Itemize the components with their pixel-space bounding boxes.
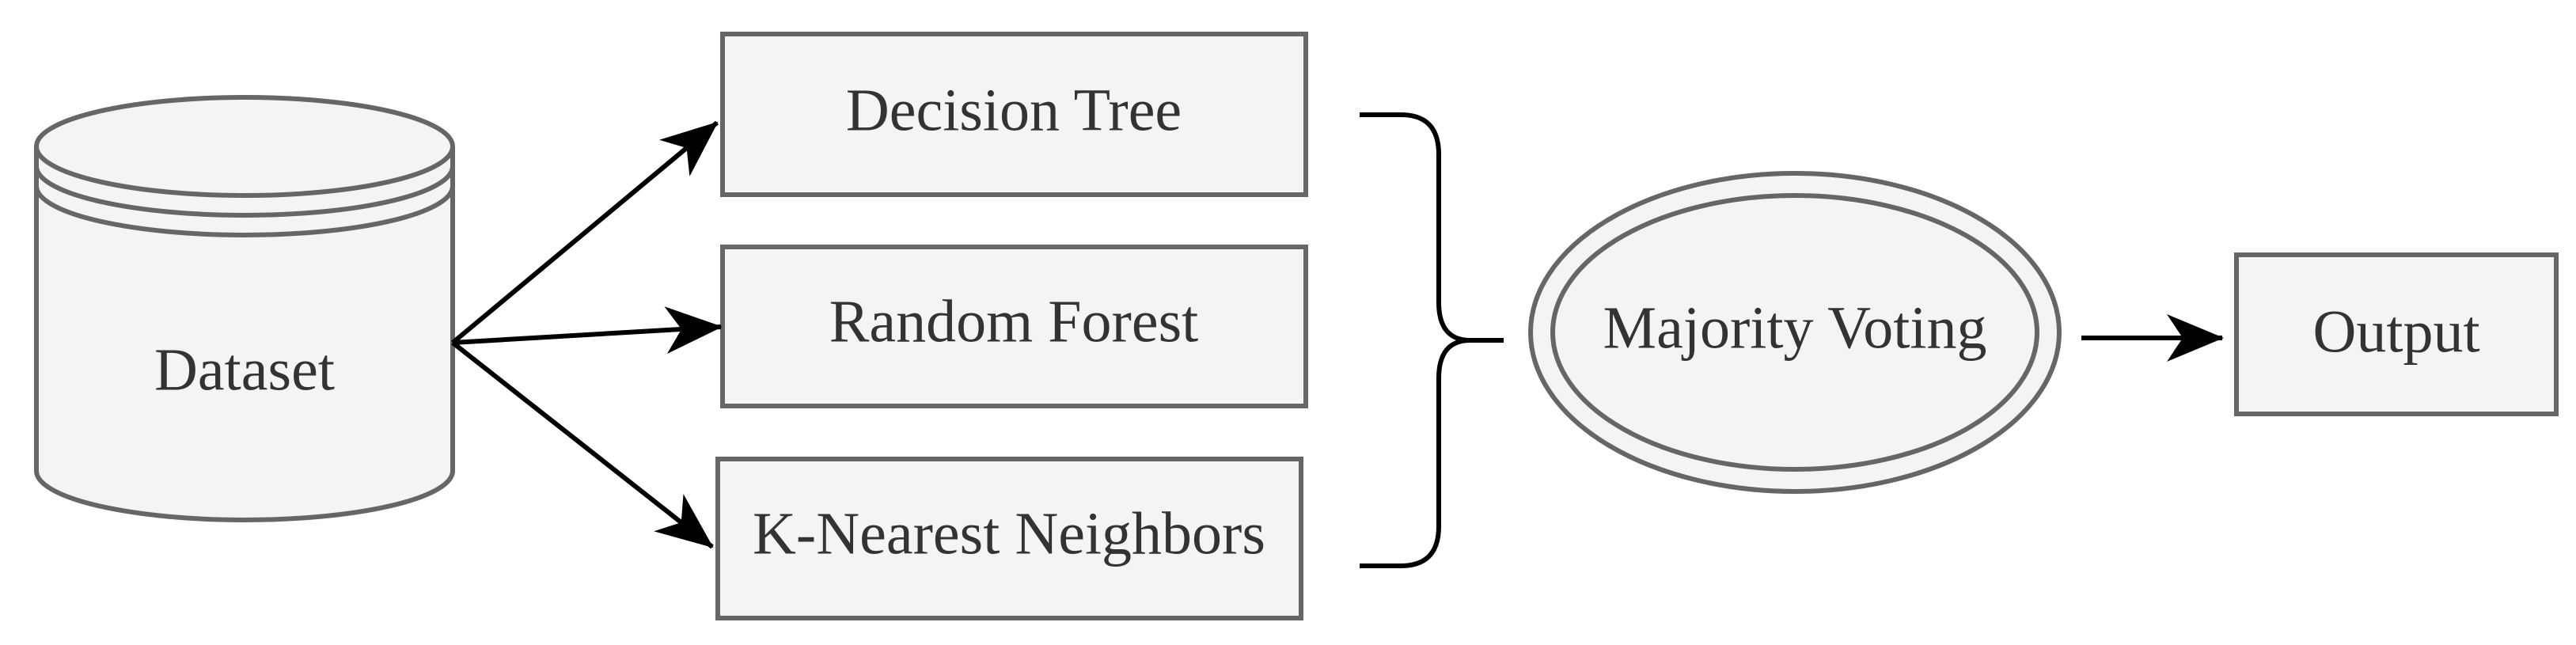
knn-node: K-Nearest Neighbors [715,457,1303,620]
dataset-cylinder-top [34,95,455,198]
random-forest-box [720,245,1308,408]
random-forest-label: Random Forest [829,288,1199,355]
dataset-to-models-arrows [451,120,723,549]
majority-voting-label: Majority Voting [1603,294,1987,361]
decision-tree-box [720,32,1308,197]
arrow-dataset-to-knn [451,340,714,549]
dataset-label: Dataset [154,336,335,403]
decision-tree-label: Decision Tree [846,77,1182,143]
arrow-dataset-to-decision-tree [451,120,719,345]
dataset-node: Dataset [34,95,455,522]
output-label: Output [2312,298,2479,365]
arrow-dataset-to-random-forest [452,306,723,355]
majority-voting-node: Majority Voting [1528,171,2062,494]
decision-tree-node: Decision Tree [720,32,1308,197]
output-box [2234,252,2559,416]
grouping-brace [1360,112,1504,568]
knn-label: K-Nearest Neighbors [753,500,1265,567]
majority-voting-inner-ellipse [1550,193,2039,472]
dataset-cylinder-ring-2 [34,185,455,237]
output-node: Output [2234,252,2559,416]
random-forest-node: Random Forest [720,245,1308,408]
dataset-cylinder-body [34,146,455,522]
knn-box [715,457,1303,620]
dataset-cylinder-ring-1 [34,165,455,218]
